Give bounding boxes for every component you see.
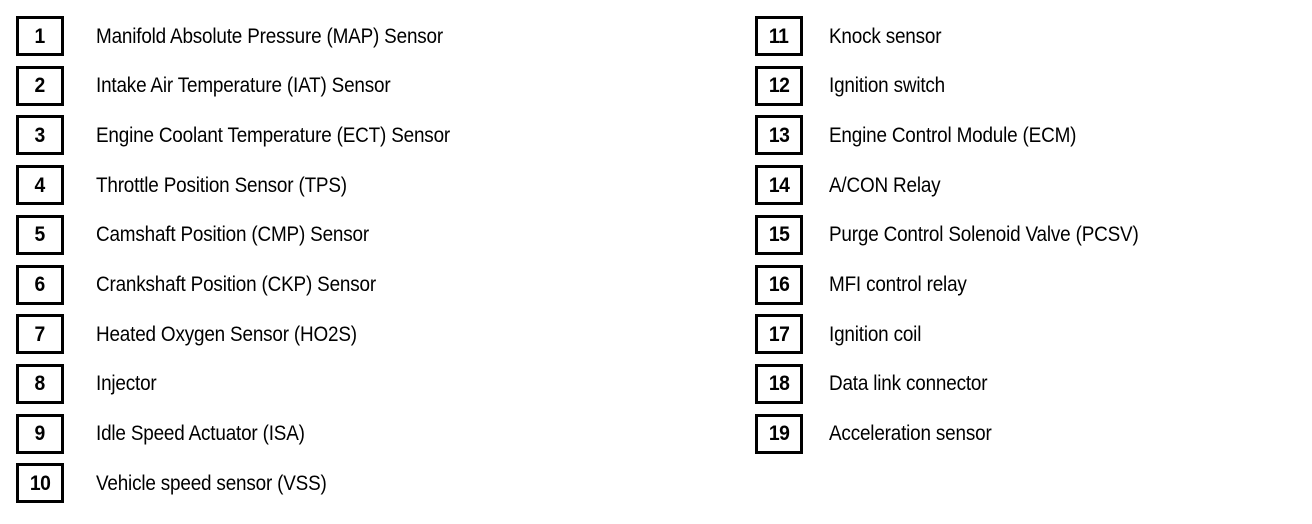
- item-label-text: Acceleration sensor: [829, 422, 992, 446]
- item-label-text: MFI control relay: [829, 273, 967, 296]
- item-number-box-5: 5: [16, 214, 64, 255]
- item-number-box-16: 16: [755, 264, 803, 305]
- item-label-text: Idle Speed Actuator (ISA): [96, 422, 305, 446]
- item-number-box-15: 15: [755, 214, 803, 255]
- item-number-text: 13: [768, 123, 790, 147]
- item-number-box-11: 11: [755, 16, 803, 56]
- item-number-text: 4: [34, 173, 46, 197]
- legend-item-10: 10 Vehicle speed sensor (VSS): [16, 463, 352, 504]
- item-number-text: 2: [34, 74, 46, 98]
- item-number-text: 7: [34, 322, 46, 346]
- legend-item-1: 1 Manifold Absolute Pressure (MAP) Sensor: [16, 16, 482, 56]
- item-number-box-3: 3: [16, 115, 64, 156]
- item-number-box-18: 18: [755, 363, 803, 404]
- item-label-text: Vehicle speed sensor (VSS): [96, 471, 327, 495]
- item-label-text: Intake Air Temperature (IAT) Sensor: [96, 74, 391, 98]
- item-label-text: Throttle Position Sensor (TPS): [96, 173, 347, 197]
- item-label-text: Injector: [96, 372, 157, 396]
- item-number-box-10: 10: [16, 463, 64, 504]
- item-label-text: Ignition coil: [829, 322, 922, 346]
- item-number-text: 6: [34, 273, 46, 296]
- legend-item-6: 6 Crankshaft Position (CKP) Sensor: [16, 264, 407, 305]
- item-label-text: Data link connector: [829, 372, 988, 396]
- legend-item-2: 2 Intake Air Temperature (IAT) Sensor: [16, 65, 423, 106]
- item-number-box-7: 7: [16, 314, 64, 355]
- item-number-text: 18: [768, 372, 790, 396]
- item-number-text: 14: [768, 173, 790, 197]
- item-number-box-17: 17: [755, 314, 803, 355]
- item-label-text: Engine Coolant Temperature (ECT) Sensor: [96, 123, 451, 147]
- legend-column-left: 1 Manifold Absolute Pressure (MAP) Sensor…: [16, 0, 716, 524]
- item-number-box-8: 8: [16, 363, 64, 404]
- item-number-box-9: 9: [16, 413, 64, 454]
- item-number-box-12: 12: [755, 65, 803, 106]
- item-label-text: Manifold Absolute Pressure (MAP) Sensor: [96, 24, 443, 48]
- legend-item-4: 4 Throttle Position Sensor (TPS): [16, 165, 375, 206]
- item-label-text: Purge Control Solenoid Valve (PCSV): [829, 223, 1139, 247]
- legend-item-17: 17 Ignition coil: [755, 314, 931, 355]
- item-label-text: Crankshaft Position (CKP) Sensor: [96, 273, 376, 296]
- item-label-text: Heated Oxygen Sensor (HO2S): [96, 322, 357, 346]
- item-label-text: Ignition switch: [829, 74, 946, 98]
- legend-item-5: 5 Camshaft Position (CMP) Sensor: [16, 214, 399, 255]
- legend-item-18: 18 Data link connector: [755, 363, 1005, 404]
- legend-column-right: 11 Knock sensor 12 Ignition switch 13 Engine …: [755, 0, 1300, 524]
- item-number-box-6: 6: [16, 264, 64, 305]
- legend-item-16: 16 MFI control relay: [755, 264, 982, 305]
- legend-item-7: 7 Heated Oxygen Sensor (HO2S): [16, 314, 386, 355]
- item-number-box-13: 13: [755, 115, 803, 156]
- legend-item-14: 14 A/CON Relay: [755, 165, 953, 206]
- item-number-text: 12: [768, 74, 790, 98]
- item-number-text: 11: [769, 24, 789, 48]
- legend-item-8: 8 Injector: [16, 363, 163, 404]
- item-number-text: 15: [768, 223, 790, 247]
- item-number-text: 17: [768, 322, 790, 346]
- item-label-text: A/CON Relay: [829, 173, 941, 197]
- item-label-text: Engine Control Module (ECM): [829, 123, 1077, 147]
- item-number-box-4: 4: [16, 165, 64, 206]
- legend-item-19: 19 Acceleration sensor: [755, 413, 1010, 454]
- item-number-text: 9: [34, 422, 46, 446]
- legend-item-13: 13 Engine Control Module (ECM): [755, 115, 1104, 156]
- item-number-text: 19: [768, 422, 790, 446]
- item-number-text: 8: [34, 372, 46, 396]
- item-number-box-14: 14: [755, 165, 803, 206]
- item-number-text: 1: [34, 24, 46, 48]
- item-number-box-19: 19: [755, 413, 803, 454]
- legend-item-12: 12 Ignition switch: [755, 65, 958, 106]
- item-number-text: 3: [34, 123, 46, 147]
- legend-item-3: 3 Engine Coolant Temperature (ECT) Sensor: [16, 115, 489, 156]
- legend-item-15: 15 Purge Control Solenoid Valve (PCSV): [755, 214, 1173, 255]
- item-number-text: 16: [768, 273, 790, 296]
- legend-item-9: 9 Idle Speed Actuator (ISA): [16, 413, 328, 454]
- item-number-text: 5: [34, 223, 46, 247]
- item-number-box-2: 2: [16, 65, 64, 106]
- item-label-text: Knock sensor: [829, 24, 942, 48]
- legend-item-11: 11 Knock sensor: [755, 16, 954, 56]
- item-label-text: Camshaft Position (CMP) Sensor: [96, 223, 369, 247]
- item-number-box-1: 1: [16, 16, 64, 56]
- item-number-text: 10: [29, 471, 51, 495]
